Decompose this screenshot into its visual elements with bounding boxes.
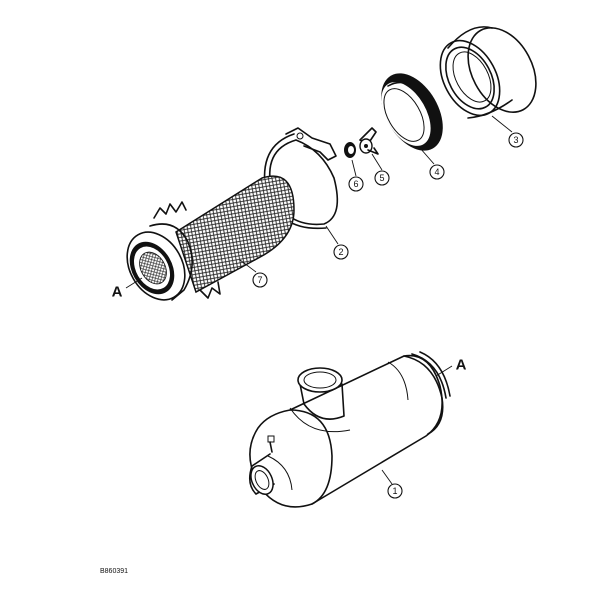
callout-6: 6: [348, 176, 364, 192]
part-6-washer: [344, 142, 356, 158]
letter-a-housing: A: [456, 357, 467, 374]
callout-2: 2: [333, 244, 349, 260]
callout-3: 3: [508, 132, 524, 148]
callout-4-label: 4: [434, 167, 439, 177]
callout-4: 4: [429, 164, 445, 180]
part-5-wing-nut: [359, 127, 379, 155]
callout-5: 5: [374, 170, 390, 186]
callout-3-label: 3: [513, 135, 518, 145]
part-1-housing: [248, 351, 451, 508]
leader-lines: [125, 115, 513, 485]
callout-5-label: 5: [379, 173, 384, 183]
callout-6-label: 6: [353, 179, 358, 189]
callout-1: 1: [387, 483, 403, 499]
callout-7-label: 7: [257, 275, 262, 285]
callout-1-label: 1: [392, 486, 397, 496]
part-3-cover: [439, 26, 537, 119]
letter-a-filter: A: [112, 284, 123, 301]
part-7-filter-element: [126, 175, 295, 301]
callout-7: 7: [252, 272, 268, 288]
part-4-gasket: [381, 73, 443, 151]
drawing-code: B860391: [100, 568, 128, 575]
callout-2-label: 2: [338, 247, 343, 257]
